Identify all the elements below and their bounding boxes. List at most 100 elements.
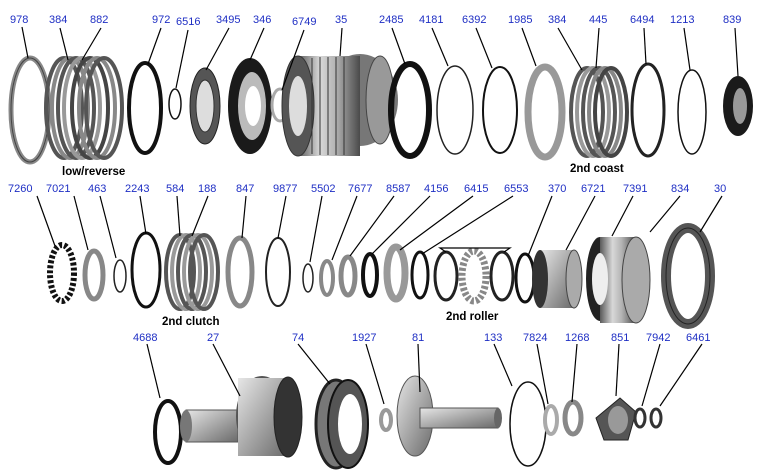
part-2nd-roller-assembly (433, 247, 515, 305)
label-6516: 6516 (176, 16, 200, 28)
part-7391-drum (586, 236, 651, 324)
part-27-planetary (180, 376, 303, 458)
part-6392-ring (482, 66, 518, 154)
label-2485: 2485 (379, 14, 403, 26)
group-label-2nd-clutch: 2nd clutch (162, 316, 220, 328)
label-972: 972 (152, 14, 170, 26)
part-584-188-clutch-pack (164, 233, 220, 311)
label-384-coast: 384 (548, 14, 566, 26)
label-188: 188 (198, 183, 216, 195)
group-label-2nd-coast: 2nd coast (570, 163, 624, 175)
label-851: 851 (611, 332, 629, 344)
part-7824-washer (543, 404, 559, 436)
label-6392: 6392 (462, 14, 486, 26)
label-1927: 1927 (352, 332, 376, 344)
label-6553: 6553 (504, 183, 528, 195)
label-81: 81 (412, 332, 424, 344)
label-3495: 3495 (216, 14, 240, 26)
label-5502: 5502 (311, 183, 335, 195)
part-4181-spacer (436, 65, 474, 155)
label-839: 839 (723, 14, 741, 26)
label-8587: 8587 (386, 183, 410, 195)
part-834-30-ring-gear (661, 223, 715, 329)
group-label-low-reverse: low/reverse (62, 166, 125, 178)
label-882: 882 (90, 14, 108, 26)
part-133-ring (509, 381, 547, 467)
label-834: 834 (671, 183, 689, 195)
label-35: 35 (335, 14, 347, 26)
label-6494: 6494 (630, 14, 654, 26)
part-4688-ring (153, 399, 183, 465)
label-370: 370 (548, 183, 566, 195)
part-6516-snap-ring (168, 88, 182, 120)
part-6415-plate (383, 243, 409, 303)
label-463: 463 (88, 183, 106, 195)
label-384: 384 (49, 14, 67, 26)
part-35-clutch-drum (281, 54, 398, 157)
label-7677: 7677 (348, 183, 372, 195)
part-972-ring (127, 61, 163, 155)
label-584: 584 (166, 183, 184, 195)
label-4156: 4156 (424, 183, 448, 195)
part-851-hub (595, 397, 637, 441)
label-6415: 6415 (464, 183, 488, 195)
part-346-piston (228, 58, 272, 154)
part-6553-ring (410, 250, 430, 300)
label-27: 27 (207, 332, 219, 344)
group-label-2nd-roller: 2nd roller (446, 311, 499, 323)
label-7942: 7942 (646, 332, 670, 344)
label-4688: 4688 (133, 332, 157, 344)
label-1268: 1268 (565, 332, 589, 344)
label-7021: 7021 (46, 183, 70, 195)
part-6494-ring (630, 62, 666, 158)
part-839-seal (723, 76, 753, 136)
part-847-ring (225, 235, 255, 309)
part-1213-ring (677, 69, 707, 155)
part-6461-washer (649, 407, 663, 429)
part-7677-washer (319, 259, 335, 297)
part-384-coast-pack (569, 66, 617, 158)
part-8587-washer (338, 254, 358, 298)
part-74-ring-gear (314, 378, 369, 470)
label-30: 30 (714, 183, 726, 195)
label-6721: 6721 (581, 183, 605, 195)
label-6749: 6749 (292, 16, 316, 28)
label-9877: 9877 (273, 183, 297, 195)
part-882-clutch-pack (70, 56, 124, 160)
label-1985: 1985 (508, 14, 532, 26)
label-7260: 7260 (8, 183, 32, 195)
part-5502-ring (302, 263, 314, 293)
part-4156-ring (361, 252, 379, 298)
part-7021-washer (82, 248, 106, 302)
part-7260-roller-bearing (47, 242, 77, 304)
part-463-ring (113, 259, 127, 293)
part-978-ring (8, 55, 52, 165)
label-7391: 7391 (623, 183, 647, 195)
part-1927-washer (379, 408, 393, 432)
group-labels: low/reverse 2nd coast 2nd clutch 2nd rol… (62, 163, 624, 328)
label-445: 445 (589, 14, 607, 26)
part-7942-washer (633, 407, 647, 429)
leader-lines (21, 26, 739, 407)
part-1268-washer (562, 399, 584, 437)
label-4181: 4181 (419, 14, 443, 26)
label-978: 978 (10, 14, 28, 26)
label-2243: 2243 (125, 183, 149, 195)
part-2485-ring (388, 61, 432, 159)
label-7824: 7824 (523, 332, 547, 344)
label-1213: 1213 (670, 14, 694, 26)
part-81-output-shaft (396, 375, 502, 457)
label-74: 74 (292, 332, 304, 344)
part-9877-ring (265, 237, 291, 307)
part-445-coast-pack (587, 66, 629, 158)
part-2243-ring (130, 231, 162, 309)
part-3495-spring-retainer (189, 67, 221, 145)
label-6461: 6461 (686, 332, 710, 344)
label-133: 133 (484, 332, 502, 344)
part-6721-hub (532, 249, 583, 309)
label-346: 346 (253, 14, 271, 26)
part-number-labels: 978 384 882 972 6516 3495 346 6749 35 24… (8, 14, 741, 344)
label-847: 847 (236, 183, 254, 195)
part-370-ring (514, 252, 536, 304)
